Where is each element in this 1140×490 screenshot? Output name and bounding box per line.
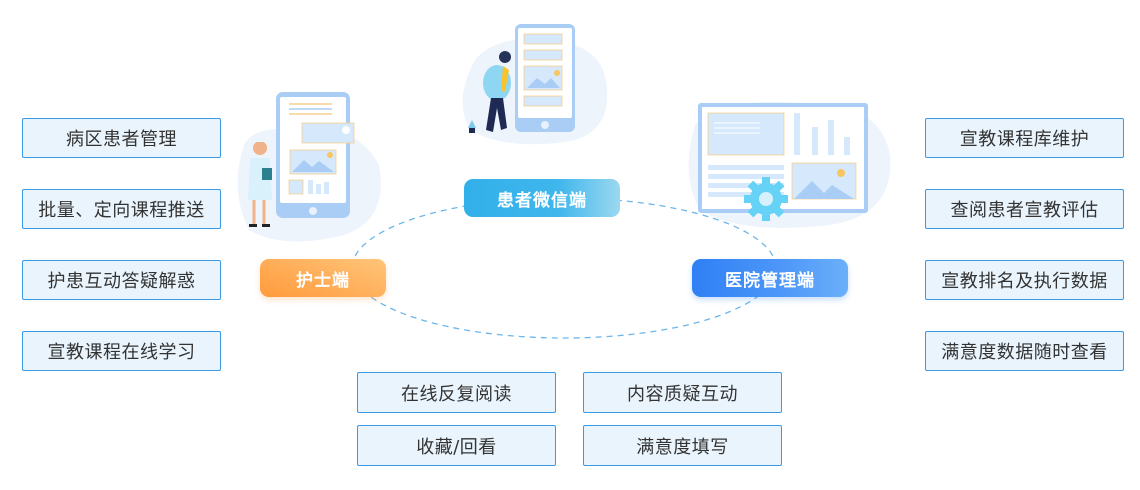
node-patient-wechat[interactable]: 患者微信端: [464, 179, 620, 217]
nurse-feature-item: 批量、定向课程推送: [22, 189, 221, 229]
hospital-dashboard-illustration: [688, 101, 891, 228]
patient-feature-item: 收藏/回看: [357, 425, 556, 466]
nurse-feature-item: 护患互动答疑解惑: [22, 260, 221, 300]
nurse-phone-illustration: [237, 92, 381, 242]
hospital-feature-item: 宣教排名及执行数据: [925, 260, 1124, 300]
hospital-feature-item: 宣教课程库维护: [925, 118, 1124, 158]
nurse-feature-item: 病区患者管理: [22, 118, 221, 158]
node-nurse[interactable]: 护士端: [260, 259, 386, 297]
patient-phone-illustration: [462, 24, 608, 145]
hospital-feature-item: 满意度数据随时查看: [925, 331, 1124, 371]
node-hospital-admin[interactable]: 医院管理端: [692, 259, 848, 297]
patient-feature-item: 内容质疑互动: [583, 372, 782, 413]
nurse-feature-item: 宣教课程在线学习: [22, 331, 221, 371]
hospital-feature-item: 查阅患者宣教评估: [925, 189, 1124, 229]
patient-feature-item: 在线反复阅读: [357, 372, 556, 413]
patient-feature-item: 满意度填写: [583, 425, 782, 466]
